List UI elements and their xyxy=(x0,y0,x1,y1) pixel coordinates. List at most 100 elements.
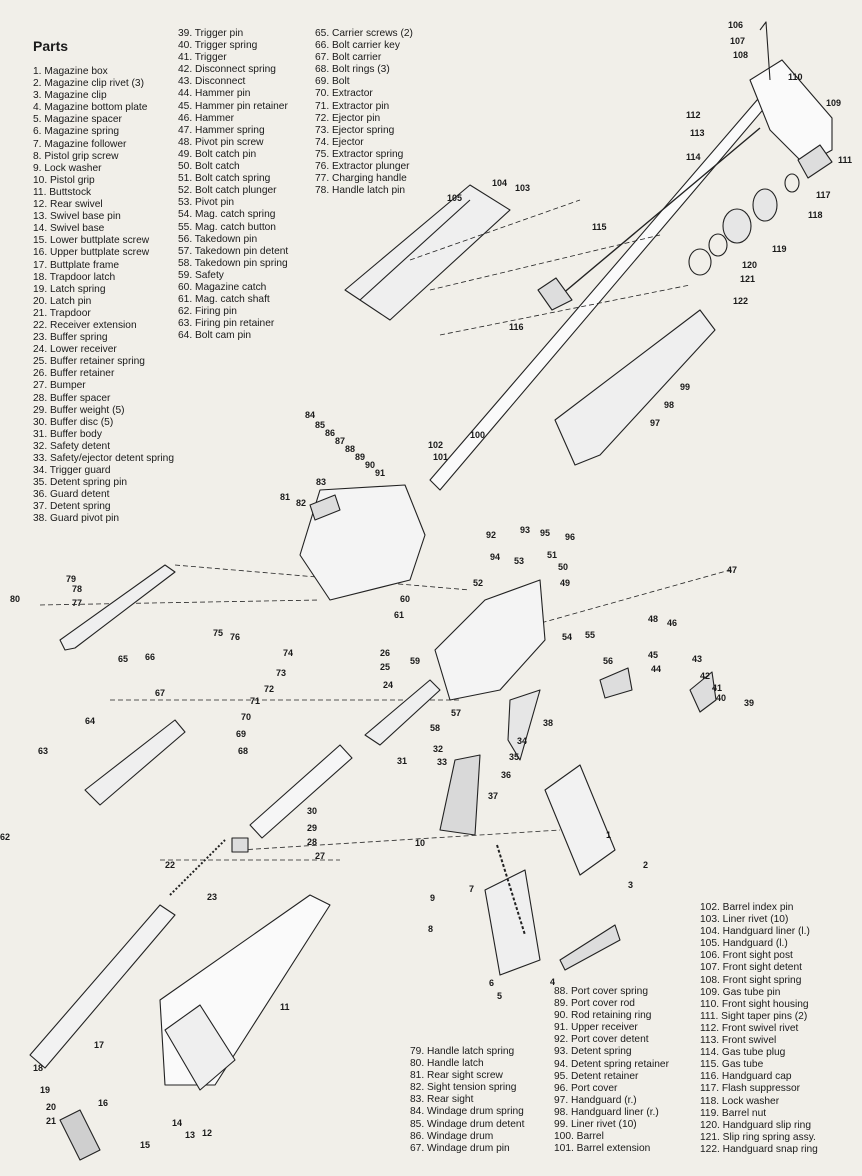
parts-list-item: 63. Firing pin retainer xyxy=(178,318,275,330)
callout-label-91: 91 xyxy=(375,468,385,478)
parts-list-item: 100. Barrel xyxy=(554,1131,604,1143)
callout-label-25: 25 xyxy=(380,662,390,672)
callout-label-28: 28 xyxy=(307,837,317,847)
callout-label-26: 26 xyxy=(380,648,390,658)
callout-label-61: 61 xyxy=(394,610,404,620)
parts-list-item: 107. Front sight detent xyxy=(700,962,802,974)
callout-label-121: 121 xyxy=(740,274,755,284)
parts-list-item: 7. Magazine follower xyxy=(33,138,127,150)
callout-label-110: 110 xyxy=(788,72,803,82)
parts-title: Parts xyxy=(33,38,69,54)
callout-label-97: 97 xyxy=(650,418,660,428)
parts-list-item: 71. Extractor pin xyxy=(315,100,390,112)
parts-list-item: 17. Buttplate frame xyxy=(33,259,120,271)
callout-label-37: 37 xyxy=(488,791,498,801)
parts-list-item: 50. Bolt catch xyxy=(178,161,240,173)
callout-label-5: 5 xyxy=(497,991,502,1001)
callout-label-101: 101 xyxy=(433,452,448,462)
callout-label-88: 88 xyxy=(345,444,355,454)
callout-label-36: 36 xyxy=(501,770,511,780)
callout-label-33: 33 xyxy=(437,757,447,767)
parts-list-item: 27. Bumper xyxy=(33,380,86,392)
barrel-nut-shape xyxy=(752,188,778,222)
callout-label-75: 75 xyxy=(213,628,223,638)
parts-list-item: 75. Extractor spring xyxy=(315,148,404,160)
parts-list-item: 89. Port cover rod xyxy=(554,998,635,1010)
parts-list-item: 117. Flash suppressor xyxy=(700,1083,801,1095)
receiver-extension-shape xyxy=(29,904,176,1069)
parts-list-item: 65. Carrier screws (2) xyxy=(315,28,413,39)
callout-label-93: 93 xyxy=(520,525,530,535)
callout-label-114: 114 xyxy=(686,152,701,162)
parts-list-item: 41. Trigger xyxy=(178,52,227,64)
parts-list-item: 93. Detent spring xyxy=(554,1046,632,1058)
callout-label-81: 81 xyxy=(280,492,290,502)
trapdoor-shape xyxy=(59,1109,101,1161)
parts-list-item: 60. Magazine catch xyxy=(178,281,267,293)
parts-list-item: 101. Barrel extension xyxy=(554,1143,651,1155)
callout-label-77: 77 xyxy=(72,598,82,608)
buffer-body-shape xyxy=(364,679,441,746)
snap-ring-shape xyxy=(688,248,712,276)
callout-label-96: 96 xyxy=(565,532,575,542)
callout-label-19: 19 xyxy=(40,1085,50,1095)
callout-label-119: 119 xyxy=(772,244,787,254)
callout-label-49: 49 xyxy=(560,578,570,588)
parts-list-item: 109. Gas tube pin xyxy=(700,986,781,998)
callout-label-72: 72 xyxy=(264,684,274,694)
callout-label-58: 58 xyxy=(430,723,440,733)
parts-list-item: 14. Swivel base xyxy=(33,223,105,235)
parts-list-item: 29. Buffer weight (5) xyxy=(33,404,125,416)
parts-list-item: 78. Handle latch pin xyxy=(315,185,406,197)
callout-label-99: 99 xyxy=(680,382,690,392)
callout-label-85: 85 xyxy=(315,420,325,430)
parts-list-item: 98. Handguard liner (r.) xyxy=(554,1106,659,1118)
callout-label-106: 106 xyxy=(728,20,743,30)
callout-label-52: 52 xyxy=(473,578,483,588)
parts-list-item: 2. Magazine clip rivet (3) xyxy=(33,78,144,90)
callout-label-14: 14 xyxy=(172,1118,182,1128)
parts-list-item: 69. Bolt xyxy=(315,76,350,88)
parts-list-item: 61. Mag. catch shaft xyxy=(178,294,270,306)
callout-label-105: 105 xyxy=(447,193,462,203)
callout-label-24: 24 xyxy=(383,680,393,690)
buffer-weights-shape xyxy=(249,744,353,839)
parts-list-item: 35. Detent spring pin xyxy=(33,477,128,489)
callout-label-98: 98 xyxy=(664,400,674,410)
parts-list-item: 36. Guard detent xyxy=(33,489,110,501)
callout-label-100: 100 xyxy=(470,430,485,440)
callout-label-69: 69 xyxy=(236,729,246,739)
parts-list-item: 99. Liner rivet (10) xyxy=(554,1119,637,1131)
parts-list-item: 110. Front sight housing xyxy=(700,998,809,1010)
callout-label-8: 8 xyxy=(428,924,433,934)
callout-label-27: 27 xyxy=(315,851,325,861)
callout-label-57: 57 xyxy=(451,708,461,718)
parts-list-item: 122. Handguard snap ring xyxy=(700,1143,818,1155)
callout-label-86: 86 xyxy=(325,428,335,438)
parts-list-item: 68. Bolt rings (3) xyxy=(315,64,390,76)
callout-label-67: 67 xyxy=(155,688,165,698)
callout-label-89: 89 xyxy=(355,452,365,462)
parts-list-item: 6. Magazine spring xyxy=(33,126,120,138)
parts-list-item: 34. Trigger guard xyxy=(33,465,111,477)
callout-label-79: 79 xyxy=(66,574,76,584)
magazine-follower-shape xyxy=(484,869,541,976)
parts-list-item: 73. Ejector spring xyxy=(315,124,395,136)
handguard-right-shape xyxy=(554,309,716,466)
callout-label-68: 68 xyxy=(238,746,248,756)
callout-label-34: 34 xyxy=(517,736,527,746)
callout-label-60: 60 xyxy=(400,594,410,604)
parts-list-item: 76. Extractor plunger xyxy=(315,161,410,173)
parts-list-item: 10. Pistol grip xyxy=(33,174,95,186)
parts-list-item: 42. Disconnect spring xyxy=(178,64,276,76)
callout-label-73: 73 xyxy=(276,668,286,678)
callout-label-66: 66 xyxy=(145,652,155,662)
charging-handle-shape xyxy=(59,564,176,651)
parts-list-item: 51. Bolt catch spring xyxy=(178,173,271,185)
rear-sight-shape xyxy=(309,494,341,521)
callout-label-1: 1 xyxy=(606,830,611,840)
parts-list-item: 64. Bolt cam pin xyxy=(178,330,252,342)
